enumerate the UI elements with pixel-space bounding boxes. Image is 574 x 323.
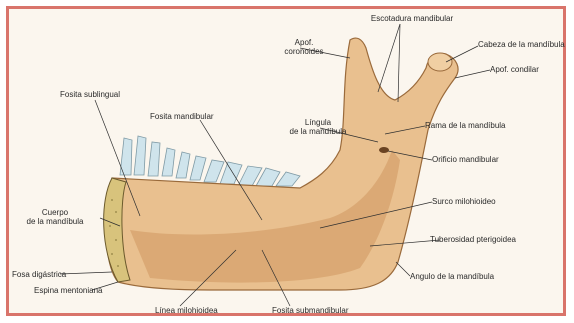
label-orificio-mandibular: Orificio mandibular — [432, 155, 542, 164]
condyle-head — [428, 53, 452, 71]
label-cabeza-mandibula: Cabeza de la mandíbula — [478, 40, 570, 49]
label-escotadura-mandibular: Escotadura mandibular — [362, 14, 462, 23]
label-fosita-mandibular: Fosita mandibular — [150, 112, 240, 121]
teeth — [120, 136, 300, 186]
label-apof-coronoides: Apof. coronoides — [274, 38, 334, 56]
label-fosita-sublingual: Fosita sublingual — [60, 90, 150, 99]
label-fosa-digastrica: Fosa digástrica — [12, 270, 92, 279]
label-lingula: Língula de la mandíbula — [278, 118, 358, 136]
label-cuerpo-mandibula: Cuerpo de la mandíbula — [10, 208, 100, 226]
label-apof-condilar: Apof. condilar — [490, 65, 560, 74]
label-espina-mentoniana: Espina mentoniana — [34, 286, 124, 295]
label-rama-mandibula: Rama de la mandíbula — [425, 121, 555, 130]
label-angulo-mandibula: Angulo de la mandíbula — [410, 272, 550, 281]
label-surco-milohioideo: Surco milohioideo — [432, 197, 542, 206]
label-linea-milohioidea: Línea milohioidea — [155, 306, 245, 315]
mandibular-foramen — [379, 147, 389, 153]
label-fosita-submandibular: Fosita submandibular — [272, 306, 382, 315]
label-tuberosidad-pterigoidea: Tuberosidad pterigoidea — [430, 235, 560, 244]
